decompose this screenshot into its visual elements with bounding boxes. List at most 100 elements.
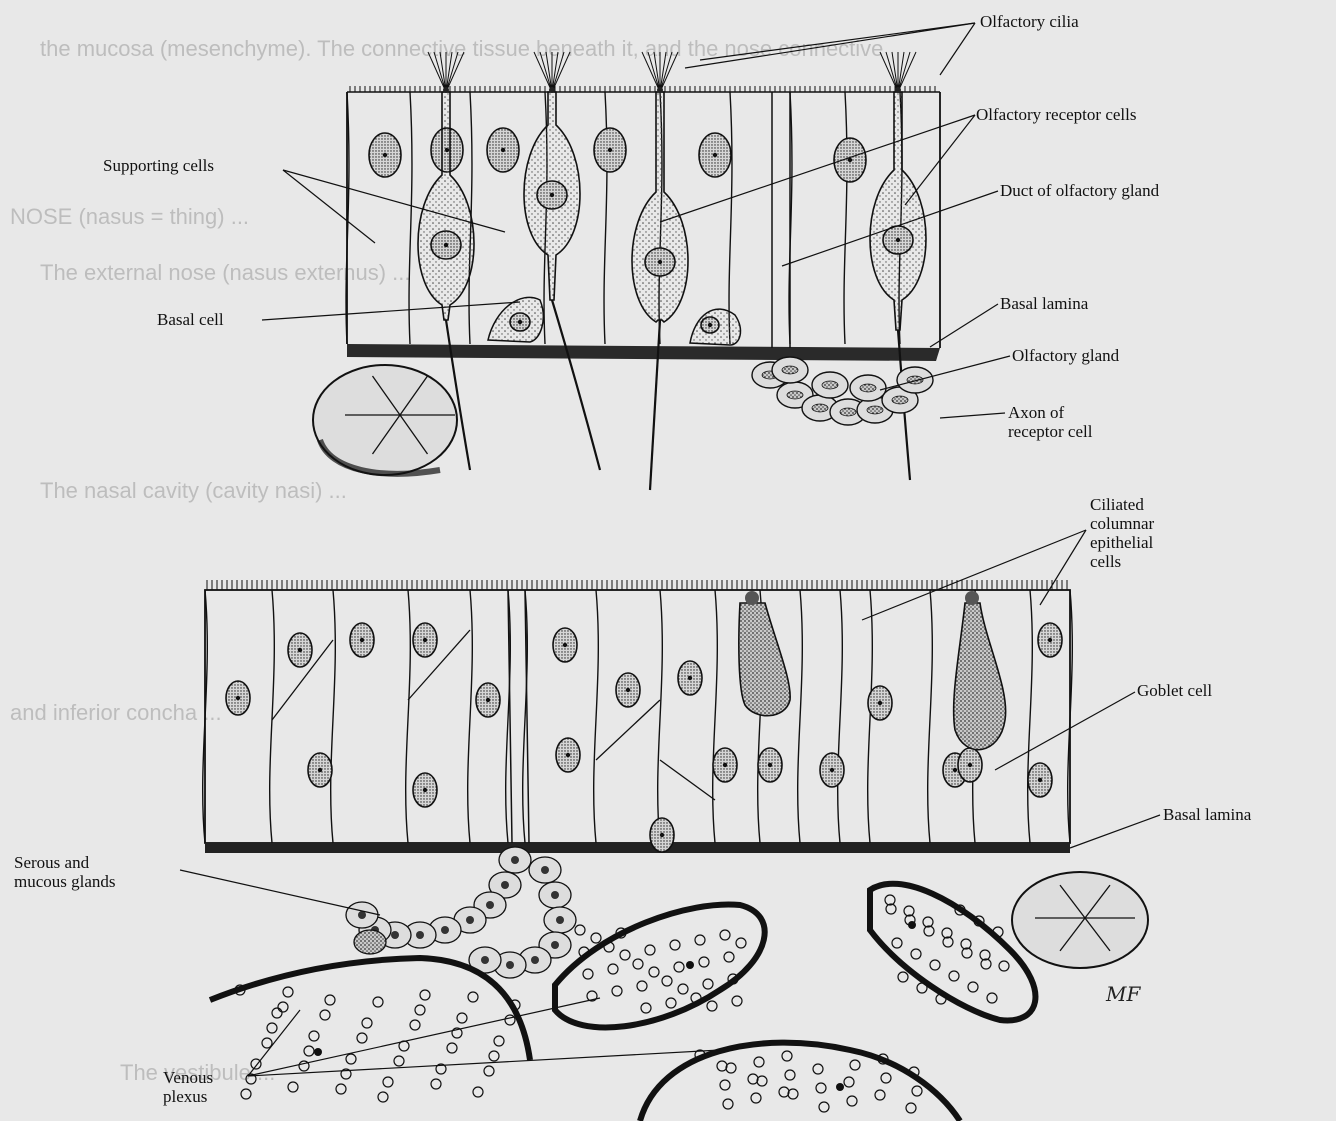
label-ciliated-columnar-epithelial-cells: Ciliated columnar epithelial cells xyxy=(1090,495,1154,571)
nucleolus xyxy=(423,638,427,642)
blood-cell xyxy=(241,1089,251,1099)
blood-cell xyxy=(468,992,478,1002)
blood-cell xyxy=(732,996,742,1006)
venous-sinus xyxy=(555,904,765,1027)
nucleolus xyxy=(768,763,772,767)
label-goblet-cell: Goblet cell xyxy=(1137,681,1212,700)
nucleolus xyxy=(236,696,240,700)
olfactory-vesicle xyxy=(549,87,555,93)
venous-sinus xyxy=(640,1043,960,1121)
blood-cell xyxy=(383,1077,393,1087)
label-basal-lamina-top: Basal lamina xyxy=(1000,294,1088,313)
blood-cell xyxy=(633,959,643,969)
olfactory-epithelium xyxy=(313,52,940,490)
blood-cell xyxy=(489,1051,499,1061)
blood-cell xyxy=(720,930,730,940)
blood-cell xyxy=(272,1008,282,1018)
blood-cell xyxy=(378,1092,388,1102)
gland-cell-nucleus xyxy=(787,391,803,399)
leader-basal-lamina-bottom xyxy=(1070,815,1160,848)
blood-cell xyxy=(288,1082,298,1092)
gland-cell-nucleus xyxy=(358,911,366,919)
blood-cell xyxy=(645,945,655,955)
leader-olfactory-cilia xyxy=(940,23,975,75)
olfactory-cilia-tuft xyxy=(428,52,464,92)
gland-cell-nucleus xyxy=(782,366,798,374)
gland-cell-nucleus xyxy=(441,926,449,934)
artist-signature: MF xyxy=(1106,982,1140,1006)
blood-cell xyxy=(917,983,927,993)
olfactory-receptor-cell xyxy=(418,92,474,320)
gland-cell-nucleus xyxy=(486,901,494,909)
columnar-cell-border xyxy=(468,590,473,843)
blood-cell xyxy=(699,957,709,967)
blood-cell xyxy=(678,984,688,994)
blood-cell xyxy=(431,1079,441,1089)
venous-sinus xyxy=(870,884,1035,1021)
blood-cell xyxy=(420,990,430,1000)
leukocyte xyxy=(686,961,694,969)
blood-cell xyxy=(394,1056,404,1066)
label-basal-lamina-bottom: Basal lamina xyxy=(1163,805,1251,824)
nucleolus xyxy=(383,153,387,157)
mucus-droplet xyxy=(965,591,979,605)
blood-cell xyxy=(304,1046,314,1056)
blood-cell xyxy=(726,1063,736,1073)
mucous-acinus xyxy=(354,930,386,954)
columnar-cell-border xyxy=(594,590,599,843)
blood-cell xyxy=(641,1003,651,1013)
columnar-cell-border xyxy=(838,590,843,843)
blood-cell xyxy=(415,1005,425,1015)
blood-cell xyxy=(892,938,902,948)
nucleolus xyxy=(713,153,717,157)
blood-cell xyxy=(357,1033,367,1043)
nucleolus xyxy=(518,320,522,324)
blood-cell xyxy=(757,1076,767,1086)
blood-cell xyxy=(637,981,647,991)
blood-cell xyxy=(847,1096,857,1106)
label-supporting-cells: Supporting cells xyxy=(103,156,214,175)
blood-cell xyxy=(819,1102,829,1112)
basal-cell-border xyxy=(660,760,715,800)
gland-cell-nucleus xyxy=(551,891,559,899)
blood-cell xyxy=(724,952,734,962)
blood-cell xyxy=(782,1051,792,1061)
leukocyte xyxy=(908,921,916,929)
leader-ciliated-columnar xyxy=(1040,530,1086,605)
nerve-bundle xyxy=(1012,872,1148,968)
gland-cell-nucleus xyxy=(860,384,876,392)
nucleolus xyxy=(896,238,900,242)
gland-cell-nucleus xyxy=(541,866,549,874)
leader-serous-mucous-glands xyxy=(180,870,380,915)
basal-cell-border xyxy=(596,700,660,760)
gland-cell-nucleus xyxy=(531,956,539,964)
label-serous-and-mucous-glands: Serous and mucous glands xyxy=(14,853,116,891)
columnar-cell-border xyxy=(406,590,411,843)
nucleolus xyxy=(660,833,664,837)
leader-olfactory-cilia xyxy=(685,23,975,68)
gland-cell-nucleus xyxy=(551,941,559,949)
blood-cell xyxy=(346,1054,356,1064)
gland-cell-nucleus xyxy=(391,931,399,939)
blood-cell xyxy=(816,1083,826,1093)
cilia-fringe xyxy=(207,580,1067,590)
nucleolus xyxy=(626,688,630,692)
gland-cell-nucleus xyxy=(506,961,514,969)
basal-lamina-top xyxy=(347,344,940,361)
venous-sinus xyxy=(210,958,530,1060)
blood-cell xyxy=(505,1015,515,1025)
leukocyte xyxy=(836,1083,844,1091)
olfactory-receptor-cell xyxy=(632,92,688,322)
blood-cell xyxy=(666,998,676,1008)
blood-cell xyxy=(620,950,630,960)
label-olfactory-receptor-cells: Olfactory receptor cells xyxy=(976,105,1136,124)
blood-cell xyxy=(278,1002,288,1012)
blood-cell xyxy=(649,967,659,977)
blood-cell xyxy=(695,935,705,945)
blood-cell xyxy=(751,1093,761,1103)
columnar-cell-border xyxy=(658,590,663,843)
receptor-axon xyxy=(552,300,600,470)
supporting-cell-border xyxy=(409,92,412,344)
blood-cell xyxy=(850,1060,860,1070)
label-olfactory-gland: Olfactory gland xyxy=(1012,346,1119,365)
